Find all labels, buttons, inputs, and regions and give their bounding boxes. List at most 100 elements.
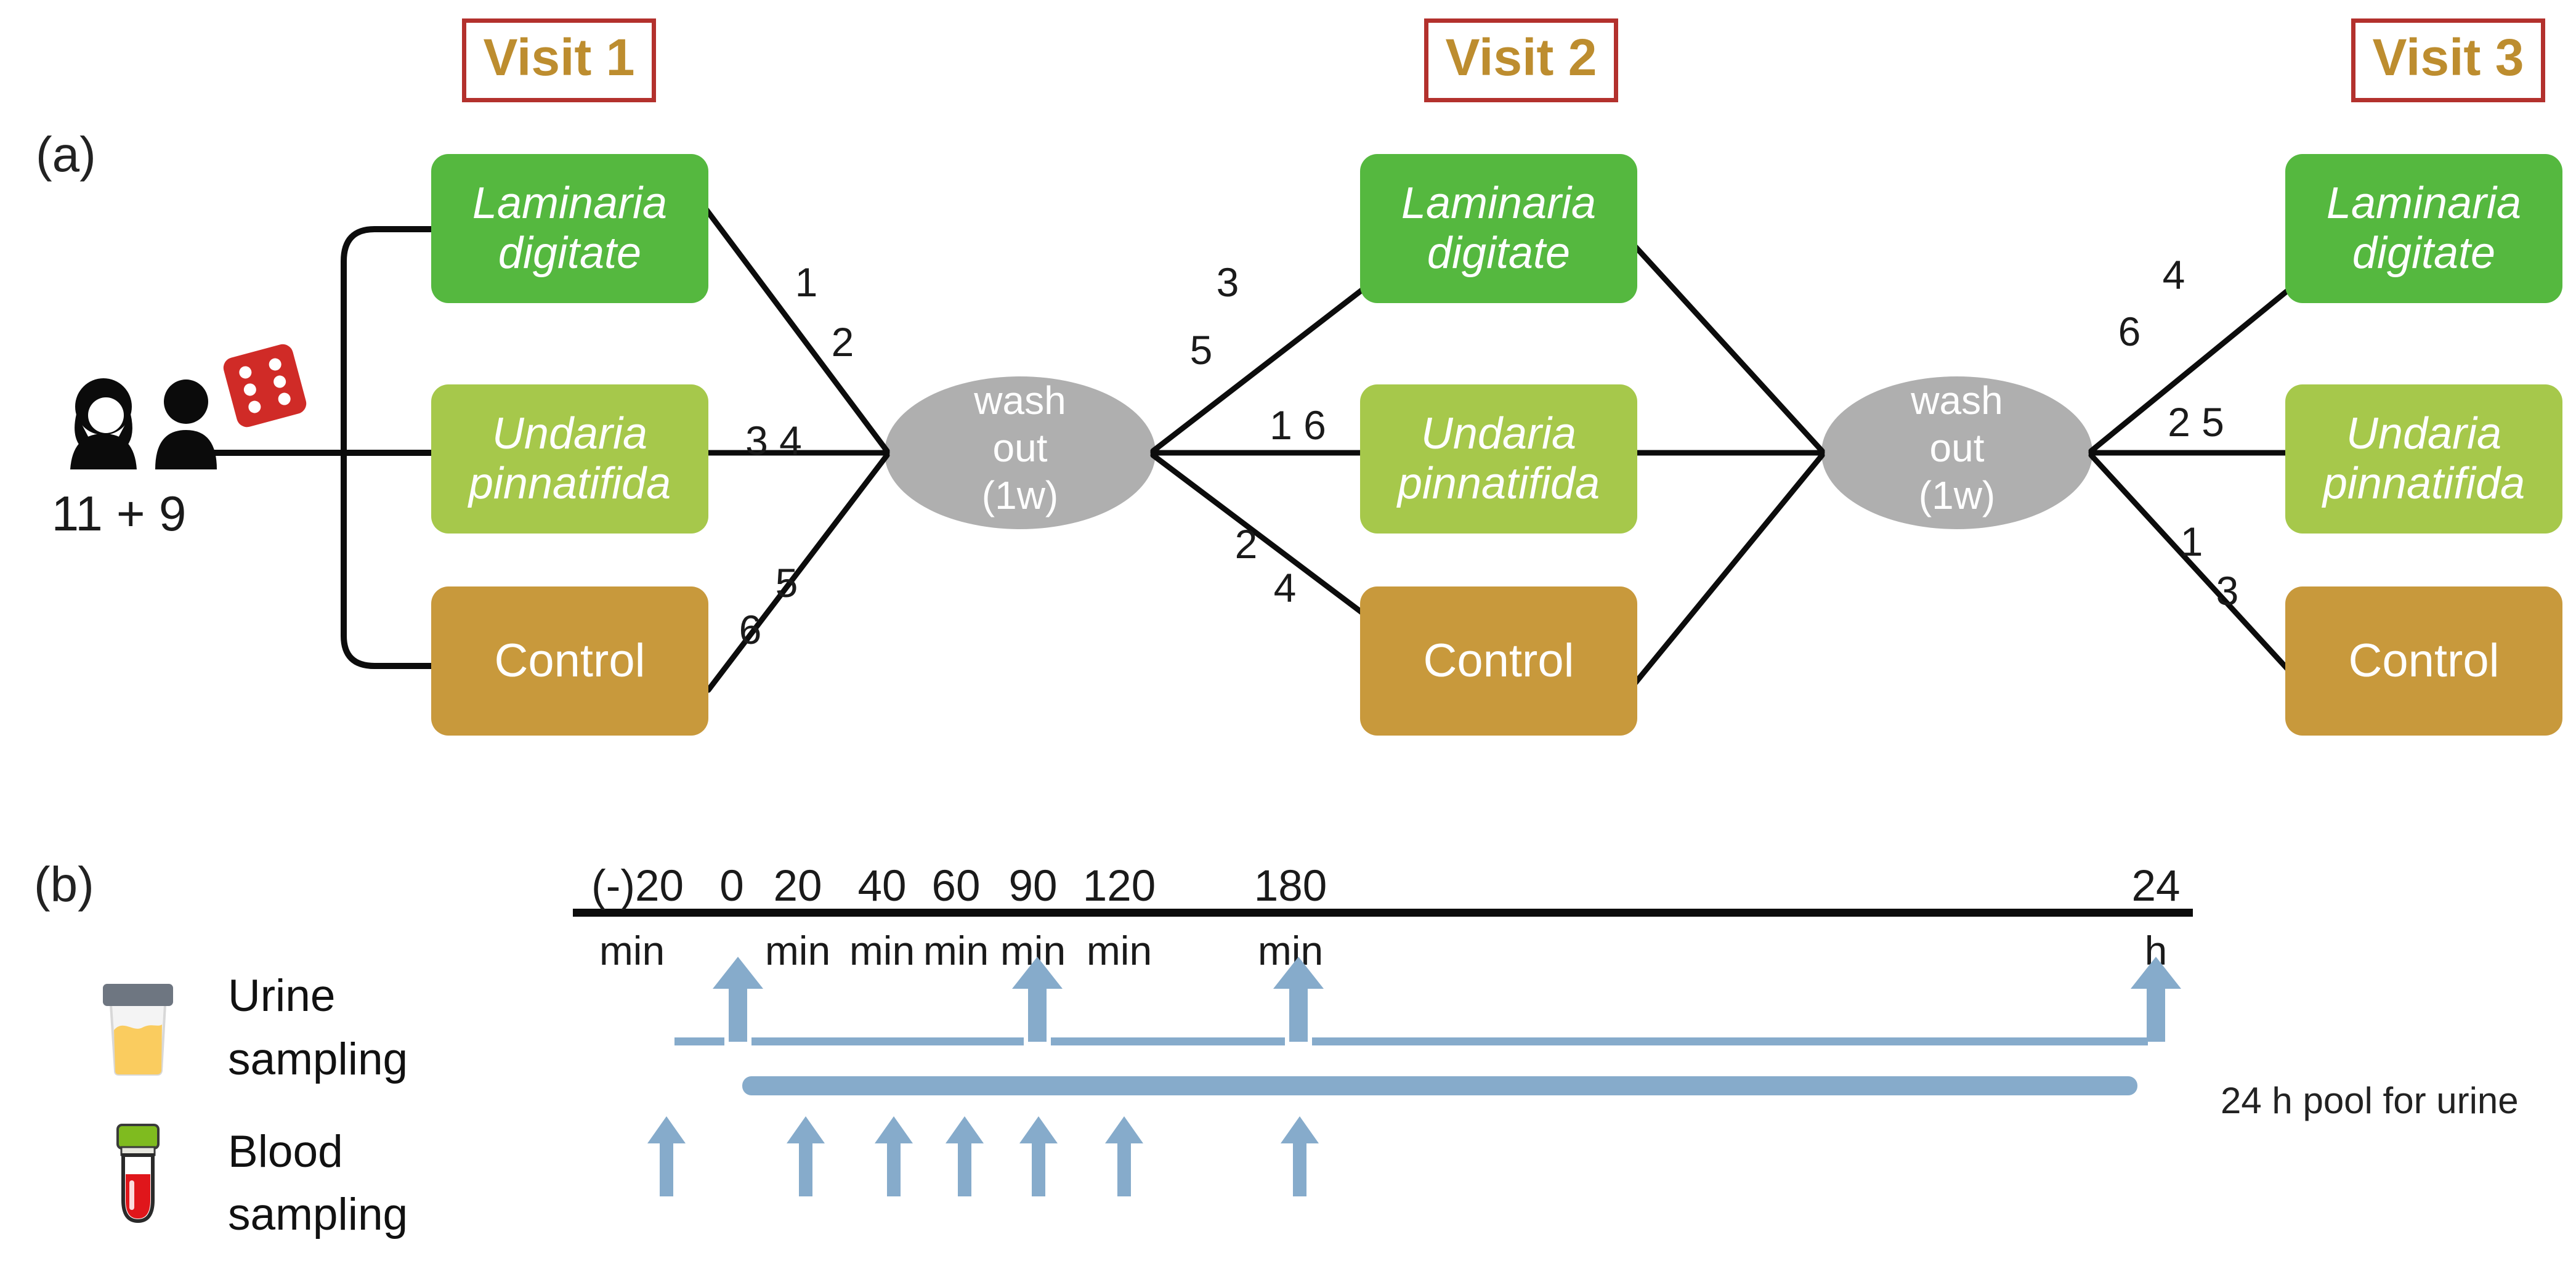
washout-line: out (992, 425, 1048, 470)
blood-arrow-20min (787, 1116, 825, 1196)
unit-label: min (1086, 928, 1152, 973)
arrow-head-icon (787, 1116, 825, 1143)
arrow-shaft (887, 1143, 901, 1196)
visit-1-title: Visit 1 (483, 28, 635, 86)
urine-line-segment (1051, 1037, 1285, 1045)
washout-line: (1w) (1918, 473, 1996, 517)
edge-label: 5 (775, 560, 798, 606)
washout-line: out (1929, 425, 1985, 470)
female-person-icon (70, 378, 137, 469)
treatment-box-undaria-v2: Undaria pinnatifida (1360, 384, 1637, 534)
edge-label: 4 (1273, 565, 1297, 611)
arrow-shaft (799, 1143, 812, 1196)
urine-arrow-180min (1273, 957, 1324, 1042)
treatment-box-control-v1: Control (431, 586, 708, 736)
edge-label: 3 (1216, 259, 1239, 305)
washout-line: (1w) (981, 473, 1059, 517)
blood-arrow-120min (1105, 1116, 1143, 1196)
tick-label: 180 (1254, 862, 1327, 911)
treatment-line: pinnatifida (468, 459, 671, 508)
arrow-shaft (660, 1143, 673, 1196)
treatment-box-control-v2: Control (1360, 586, 1637, 736)
edge-label: 1 (795, 259, 818, 305)
tick-label: (-)20 (591, 862, 684, 911)
tick-label: 20 (773, 862, 822, 911)
treatment-box-undaria-v1: Undaria pinnatifida (431, 384, 708, 534)
urine-arrow-24h (2131, 957, 2181, 1042)
male-person-icon (155, 379, 217, 469)
treatment-box-laminaria-v1: Laminaria digitate (431, 154, 708, 303)
treatment-box-undaria-v3: Undaria pinnatifida (2285, 384, 2562, 534)
arrow-head-icon (946, 1116, 984, 1143)
participants-count: 11 + 9 (51, 486, 187, 541)
visit-2-header: Visit 2 (1424, 18, 1618, 102)
arrow-shaft (1117, 1143, 1131, 1196)
arrow-shaft (1289, 989, 1308, 1042)
visit-3-header: Visit 3 (2351, 18, 2545, 102)
tick-label: 120 (1082, 862, 1156, 911)
washout-line: wash (1911, 378, 2003, 423)
arrow-head-icon (1012, 957, 1063, 989)
edge-label: 6 (2118, 309, 2141, 354)
treatment-line: Laminaria (1401, 179, 1597, 229)
edge-label: 6 (739, 607, 762, 652)
time-axis (573, 909, 2193, 917)
urine-cup-icon (103, 984, 173, 1076)
pool-label: 24 h pool for urine (2221, 1080, 2519, 1121)
treatment-line: Undaria (2346, 409, 2502, 459)
treatment-line: digitate (2352, 229, 2496, 278)
edge-label: 3 4 (745, 418, 802, 463)
treatment-line: digitate (1427, 229, 1571, 278)
treatment-line: Undaria (492, 409, 648, 459)
treatment-line: Laminaria (2326, 179, 2522, 229)
tick-label: 60 (931, 862, 981, 911)
urine-arrow-90min (1012, 957, 1063, 1042)
treatment-line: Laminaria (472, 179, 668, 229)
arrow-head-icon (2131, 957, 2181, 989)
dice-icon (223, 344, 307, 428)
visit-2-title: Visit 2 (1445, 28, 1597, 86)
arrow-head-icon (647, 1116, 686, 1143)
arrow-head-icon (1105, 1116, 1143, 1143)
arrow-head-icon (1281, 1116, 1319, 1143)
washout-ellipse-1 (885, 376, 1156, 529)
treatment-box-laminaria-v3: Laminaria digitate (2285, 154, 2562, 303)
tick-label: 40 (857, 862, 907, 911)
arrow-head-icon (1273, 957, 1324, 989)
arrow-shaft (729, 989, 747, 1042)
urine-legend-line2: sampling (228, 1034, 408, 1084)
treatment-line: Undaria (1420, 409, 1577, 459)
blood-tube-icon (116, 1124, 160, 1223)
edge-label: 2 (1234, 521, 1258, 567)
blood-legend-line2: sampling (228, 1190, 408, 1240)
visit-1-header: Visit 1 (462, 18, 656, 102)
unit-label: min (849, 928, 915, 973)
randomization-bracket (341, 226, 442, 669)
arrow-head-icon (1019, 1116, 1058, 1143)
treatment-box-control-v3: Control (2285, 586, 2562, 736)
edge-label: 2 (831, 319, 854, 365)
unit-label: min (764, 928, 831, 973)
arrow-shaft (2147, 989, 2165, 1042)
unit-label: min (923, 928, 989, 973)
arrow-shaft (958, 1143, 971, 1196)
treatment-line: digitate (498, 229, 642, 278)
treatment-line: Control (1423, 635, 1574, 688)
washout-ellipse-2 (1821, 376, 2092, 529)
arrow-shaft (1293, 1143, 1306, 1196)
edge-label: 2 5 (2168, 399, 2224, 445)
tick-label: 0 (719, 862, 744, 911)
edge-label: 1 6 (1270, 402, 1326, 448)
urine-legend-line1: Urine (228, 971, 336, 1021)
arrow-head-icon (875, 1116, 913, 1143)
treatment-line: pinnatifida (2322, 459, 2525, 508)
edge-label: 1 (2180, 519, 2203, 564)
blood-arrow-60min (946, 1116, 984, 1196)
urine-pool-bar (742, 1076, 2137, 1095)
treatment-line: Control (494, 635, 646, 688)
tick-label: 90 (1008, 862, 1058, 911)
blood-arrow-180min (1281, 1116, 1319, 1196)
urine-line-segment (751, 1037, 1024, 1045)
